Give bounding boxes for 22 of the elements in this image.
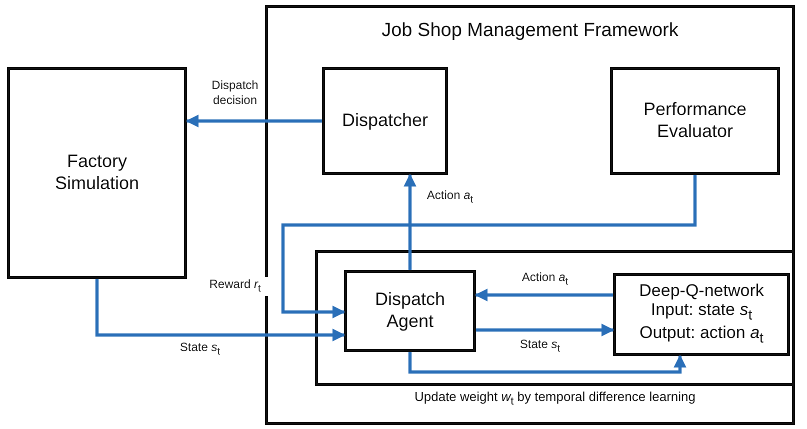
node-label: Input: state s$_{t}$ [650,300,752,324]
node-label: Performance Evaluator [642,99,748,143]
arrow [404,174,416,270]
arrow [281,175,697,318]
arrow [186,114,322,128]
group-caption: Update weight w$_{t}$ by temporal difference learning [413,389,696,409]
arrow [95,279,346,342]
arrow [476,324,614,336]
node-label: Deep-Q-network [639,282,764,301]
node-label: Factory Simulation [54,151,140,195]
frame-title: Job Shop Management Framework [382,20,678,43]
process-box [7,67,187,279]
process-box [322,67,448,175]
node-label: Dispatch Agent [374,289,446,333]
process-box [610,67,780,175]
node-label: Dispatcher [342,110,428,132]
framework-box [265,5,795,425]
arrow [474,288,613,302]
node-label: Output: action a$_{t}$ [640,324,764,347]
process-box [344,270,476,352]
arrow [408,352,686,374]
process-box [613,273,790,356]
